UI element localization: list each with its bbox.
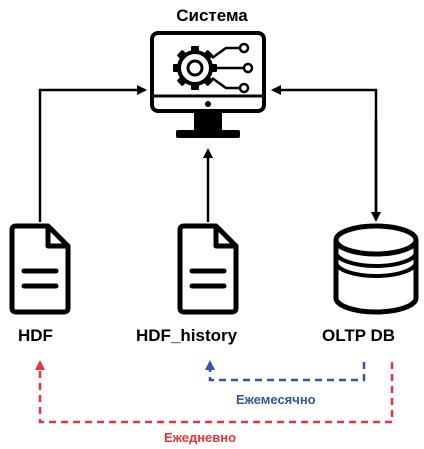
document-icon bbox=[9, 223, 71, 315]
database-icon bbox=[333, 223, 419, 315]
document-icon bbox=[177, 223, 239, 315]
edge-label-daily: Ежедневно bbox=[164, 430, 237, 445]
arrow-system-oltp-bidirectional bbox=[271, 85, 381, 222]
node-label-oltp-db: OLTP DB bbox=[322, 326, 396, 345]
arrow-hdf-to-system bbox=[38, 85, 147, 222]
edge-label-monthly: Ежемесячно bbox=[236, 392, 316, 407]
node-label-hdf: HDF bbox=[18, 326, 53, 345]
monitor-gear-icon bbox=[150, 31, 266, 138]
diagram-title: Система bbox=[176, 6, 248, 25]
edge-daily bbox=[35, 360, 394, 424]
node-label-hdf-history: HDF_history bbox=[136, 326, 238, 345]
edge-monthly bbox=[205, 360, 366, 382]
